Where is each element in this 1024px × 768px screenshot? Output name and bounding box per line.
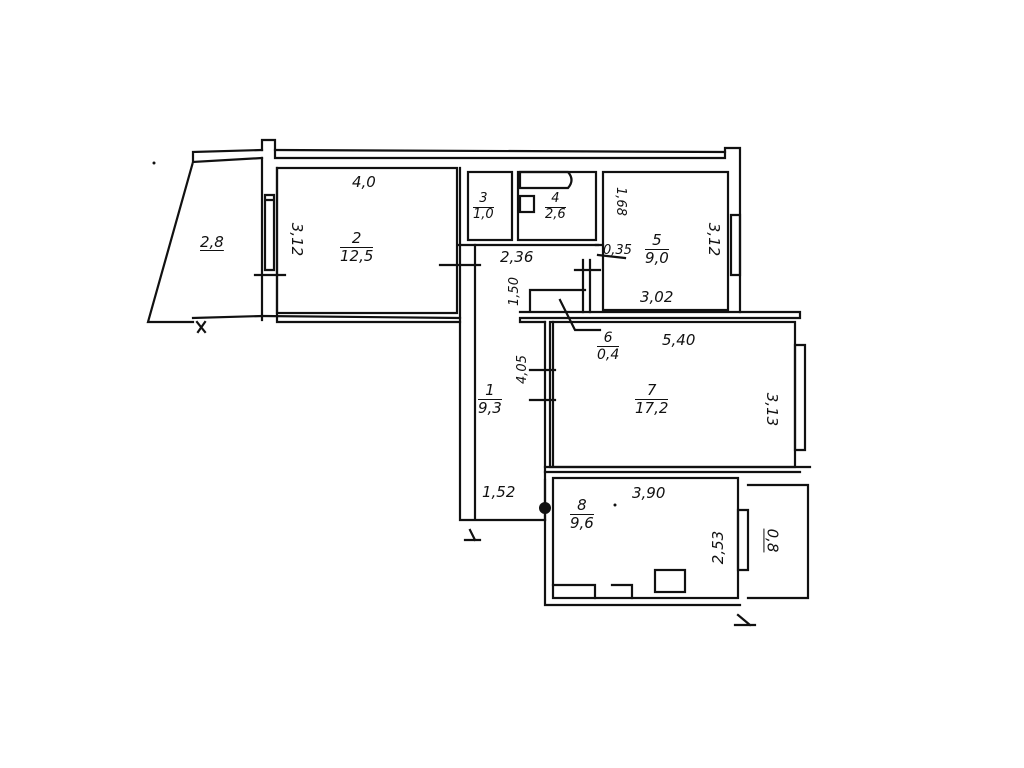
dim-room2-width: 4,0 bbox=[352, 173, 376, 191]
room-7-window bbox=[793, 343, 807, 452]
junction-mark bbox=[539, 502, 551, 514]
dim-room2-depth: 3,12 bbox=[288, 222, 307, 257]
balcony-left-outline bbox=[146, 148, 264, 324]
dim-room5-width: 3,02 bbox=[640, 288, 674, 306]
room-label-8: 8 9,6 bbox=[570, 496, 594, 533]
bathtub bbox=[518, 170, 573, 190]
dim-room7-width: 5,40 bbox=[662, 331, 696, 349]
room-5-window bbox=[729, 213, 742, 277]
room-5-outline bbox=[601, 170, 730, 312]
dim-corridor-bottom: 1,52 bbox=[482, 483, 516, 501]
room-2-left-wall bbox=[260, 156, 279, 322]
dim-room5-depth: 3,12 bbox=[705, 222, 724, 257]
balcony-right-outline bbox=[746, 483, 810, 600]
room-8-window bbox=[736, 508, 750, 572]
room-3-outline bbox=[466, 170, 514, 242]
dim-room5-offset: 0,35 bbox=[603, 243, 632, 258]
dim-corridor-vert-mid: 4,05 bbox=[514, 355, 530, 384]
dim-room7-depth: 3,13 bbox=[763, 392, 782, 427]
room-label-7: 7 17,2 bbox=[635, 381, 669, 418]
closet-6-outline bbox=[518, 288, 802, 324]
top-exterior-wall bbox=[260, 138, 742, 314]
balcony-right-area: 0,8 bbox=[763, 528, 782, 553]
stove bbox=[653, 568, 687, 594]
dim-corridor-width: 2,36 bbox=[500, 248, 534, 266]
room-label-4: 4 2,6 bbox=[545, 191, 566, 222]
dim-room8-width: 3,90 bbox=[632, 484, 666, 502]
dim-corridor-vert-top: 1,50 bbox=[506, 277, 522, 306]
room-label-1: 1 9,3 bbox=[478, 381, 502, 418]
room-label-3: 3 1,0 bbox=[473, 191, 494, 222]
sink bbox=[518, 194, 536, 214]
room-2-window bbox=[263, 193, 276, 272]
room-label-2: 2 12,5 bbox=[340, 229, 374, 266]
balcony-left-area: 2,8 bbox=[200, 233, 224, 251]
corridor-1-outline bbox=[458, 243, 547, 542]
dim-room8-depth: 2,53 bbox=[709, 530, 728, 565]
room-label-5: 5 9,0 bbox=[645, 231, 669, 268]
room-label-6: 6 0,4 bbox=[597, 330, 620, 364]
dim-room5-small: 1,68 bbox=[612, 187, 628, 216]
